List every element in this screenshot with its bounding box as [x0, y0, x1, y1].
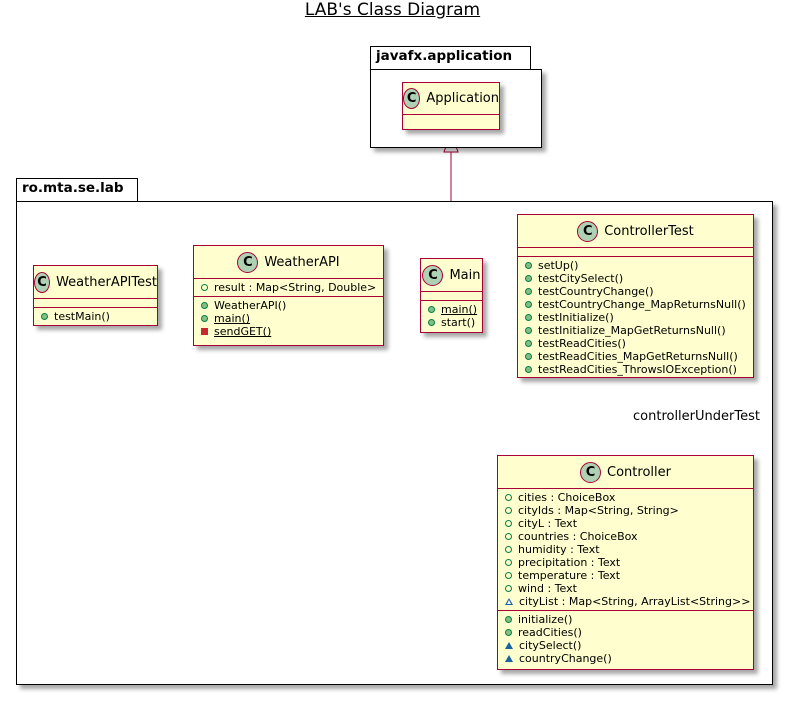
diagram-title: LAB's Class Diagram [304, 0, 481, 20]
method-row: testReadCities_MapGetReturnsNull() [518, 350, 753, 363]
package-method-icon [505, 655, 513, 662]
public-method-icon [525, 353, 532, 360]
public-method-icon [41, 313, 48, 320]
field-row: countries : ChoiceBox [498, 530, 753, 543]
class-header: C WeatherAPITest [34, 266, 157, 299]
fields-section [34, 299, 157, 307]
methods-section: main() start() [421, 300, 482, 331]
fields-section: result : Map<String, Double> [194, 279, 383, 296]
method-row: main() [421, 303, 482, 316]
public-field-icon [505, 533, 512, 540]
public-field-icon [505, 585, 512, 592]
method-row: WeatherAPI() [194, 299, 383, 312]
class-name: Main [449, 267, 481, 283]
methods-section: testMain() [34, 307, 157, 325]
public-method-icon [525, 275, 532, 282]
class-name: WeatherAPITest [56, 274, 157, 290]
class-name: Controller [607, 464, 671, 480]
class-stereotype-icon: C [237, 251, 259, 273]
method-row: testMain() [34, 310, 157, 323]
package-tab-lab: ro.mta.se.lab [16, 178, 138, 202]
class-name: WeatherAPI [264, 254, 340, 270]
methods-section: WeatherAPI() main() sendGET() [194, 296, 383, 340]
public-field-icon [201, 284, 208, 291]
public-method-icon [201, 302, 208, 309]
method-row: setUp() [518, 259, 753, 272]
field-row: cityIds : Map<String, String> [498, 504, 753, 517]
class-controllertest: C ControllerTest setUp() testCitySelect(… [517, 214, 754, 378]
class-header: C Controller [498, 456, 753, 489]
class-controller: C Controller cities : ChoiceBox cityIds … [497, 455, 754, 670]
method-row: citySelect() [498, 639, 753, 652]
method-row: sendGET() [194, 325, 383, 338]
method-row: testCountryChange() [518, 285, 753, 298]
method-row: testReadCities_ThrowsIOException() [518, 363, 753, 376]
method-row: testInitialize() [518, 311, 753, 324]
field-row: cityL : Text [498, 517, 753, 530]
public-method-icon [525, 340, 532, 347]
class-main: C Main main() start() [420, 258, 483, 333]
class-stereotype-icon: C [577, 220, 599, 242]
class-stereotype-icon: C [403, 88, 421, 109]
field-row: result : Map<String, Double> [194, 281, 383, 294]
public-method-icon [525, 366, 532, 373]
methods-section: setUp() testCitySelect() testCountryChan… [518, 256, 753, 378]
method-row: testInitialize_MapGetReturnsNull() [518, 324, 753, 337]
method-row: testCitySelect() [518, 272, 753, 285]
public-method-icon [525, 301, 532, 308]
field-row: cities : ChoiceBox [498, 491, 753, 504]
public-method-icon [525, 262, 532, 269]
public-method-icon [525, 288, 532, 295]
class-application: C Application [402, 82, 500, 130]
field-row: precipitation : Text [498, 556, 753, 569]
public-method-icon [428, 306, 435, 313]
class-stereotype-icon: C [422, 264, 444, 286]
method-row: readCities() [498, 626, 753, 639]
method-row: main() [194, 312, 383, 325]
method-row: countryChange() [498, 652, 753, 665]
fields-section: cities : ChoiceBox cityIds : Map<String,… [498, 489, 753, 610]
class-name: ControllerTest [604, 223, 694, 239]
method-row: initialize() [498, 613, 753, 626]
public-method-icon [201, 315, 208, 322]
field-row: wind : Text [498, 582, 753, 595]
public-field-icon [505, 507, 512, 514]
public-method-icon [428, 319, 435, 326]
field-row: humidity : Text [498, 543, 753, 556]
class-stereotype-icon: C [34, 271, 51, 293]
public-field-icon [505, 520, 512, 527]
public-field-icon [505, 494, 512, 501]
package-field-icon [505, 598, 513, 605]
public-method-icon [505, 629, 512, 636]
package-tab-javafx: javafx.application [370, 46, 531, 70]
method-row: start() [421, 316, 482, 329]
class-header: C Application [403, 83, 499, 115]
method-row: testReadCities() [518, 337, 753, 350]
method-row: testCountryChange_MapReturnsNull() [518, 298, 753, 311]
fields-section [421, 292, 482, 300]
class-header: C Main [421, 259, 482, 292]
field-row: temperature : Text [498, 569, 753, 582]
public-method-icon [505, 616, 512, 623]
aggregation-label: controllerUnderTest [633, 409, 760, 424]
public-field-icon [505, 572, 512, 579]
private-method-icon [201, 328, 208, 335]
public-method-icon [525, 327, 532, 334]
class-header: C ControllerTest [518, 215, 753, 248]
public-field-icon [505, 546, 512, 553]
class-weatherapi: C WeatherAPI result : Map<String, Double… [193, 245, 384, 346]
public-method-icon [525, 314, 532, 321]
class-weatherapitest: C WeatherAPITest testMain() [33, 265, 158, 326]
fields-section [403, 115, 499, 123]
class-stereotype-icon: C [580, 461, 602, 483]
class-name: Application [426, 91, 499, 106]
methods-section: initialize() readCities() citySelect() c… [498, 610, 753, 667]
fields-section [518, 248, 753, 256]
class-header: C WeatherAPI [194, 246, 383, 279]
package-method-icon [505, 642, 513, 649]
public-field-icon [505, 559, 512, 566]
field-row: cityList : Map<String, ArrayList<String>… [498, 595, 753, 608]
